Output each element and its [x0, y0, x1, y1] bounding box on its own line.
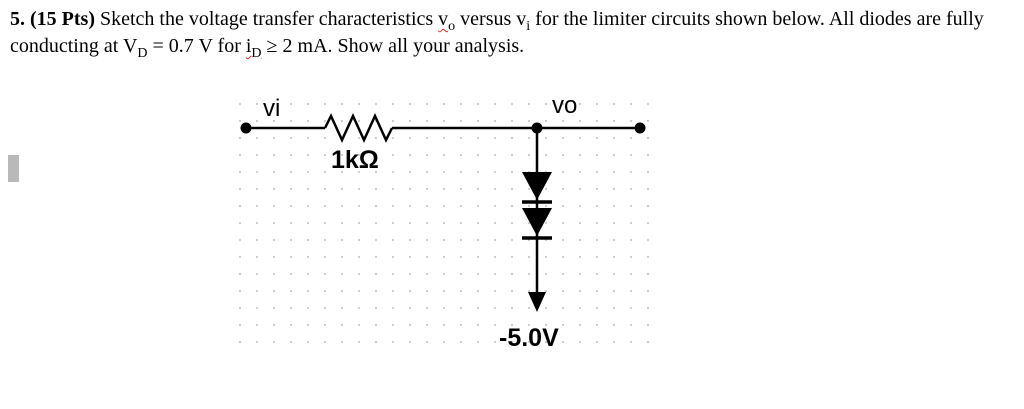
- problem-text-3: for the limiter circuits shown below. Al…: [10, 8, 984, 57]
- diode-2-triangle: [522, 208, 552, 236]
- vd-subscript: D: [137, 46, 148, 61]
- diode-1-triangle: [522, 172, 552, 200]
- problem-text-2: versus: [455, 8, 517, 30]
- vd-base: V: [122, 35, 138, 57]
- id-subscript: D: [251, 46, 262, 61]
- vi-subscript: i: [526, 19, 531, 34]
- terminal-right-dot: [634, 122, 646, 134]
- problem-text-5: ≥ 2 mA. Show all your analysis.: [261, 35, 525, 57]
- problem-text-1: Sketch the voltage transfer characterist…: [94, 8, 439, 30]
- vo-token: vo: [438, 8, 455, 34]
- vi-base: v: [516, 8, 527, 30]
- dot-grid-background: [233, 88, 657, 358]
- cursor-artifact: [8, 155, 19, 182]
- vo-subscript: o: [448, 19, 456, 34]
- vo-node-label: vo: [552, 92, 577, 119]
- resistor-value-label: 1kΩ: [331, 146, 379, 174]
- vo-base: v: [438, 8, 449, 30]
- supply-voltage-label: -5.0V: [499, 324, 559, 352]
- resistor-symbol: [323, 112, 394, 144]
- problem-statement: 5. (15 Pts) Sketch the voltage transfer …: [10, 6, 1016, 61]
- id-token: iD: [245, 35, 262, 61]
- problem-text-4: = 0.7 V for: [147, 35, 246, 57]
- id-base: i: [245, 35, 252, 57]
- vi-token: vi: [516, 8, 530, 34]
- problem-number: 5. (15 Pts): [10, 8, 95, 30]
- terminal-vi-dot: [240, 122, 252, 134]
- vi-node-label: vi: [263, 95, 280, 122]
- supply-arrow: [528, 292, 546, 312]
- vd-token: VD: [122, 35, 148, 61]
